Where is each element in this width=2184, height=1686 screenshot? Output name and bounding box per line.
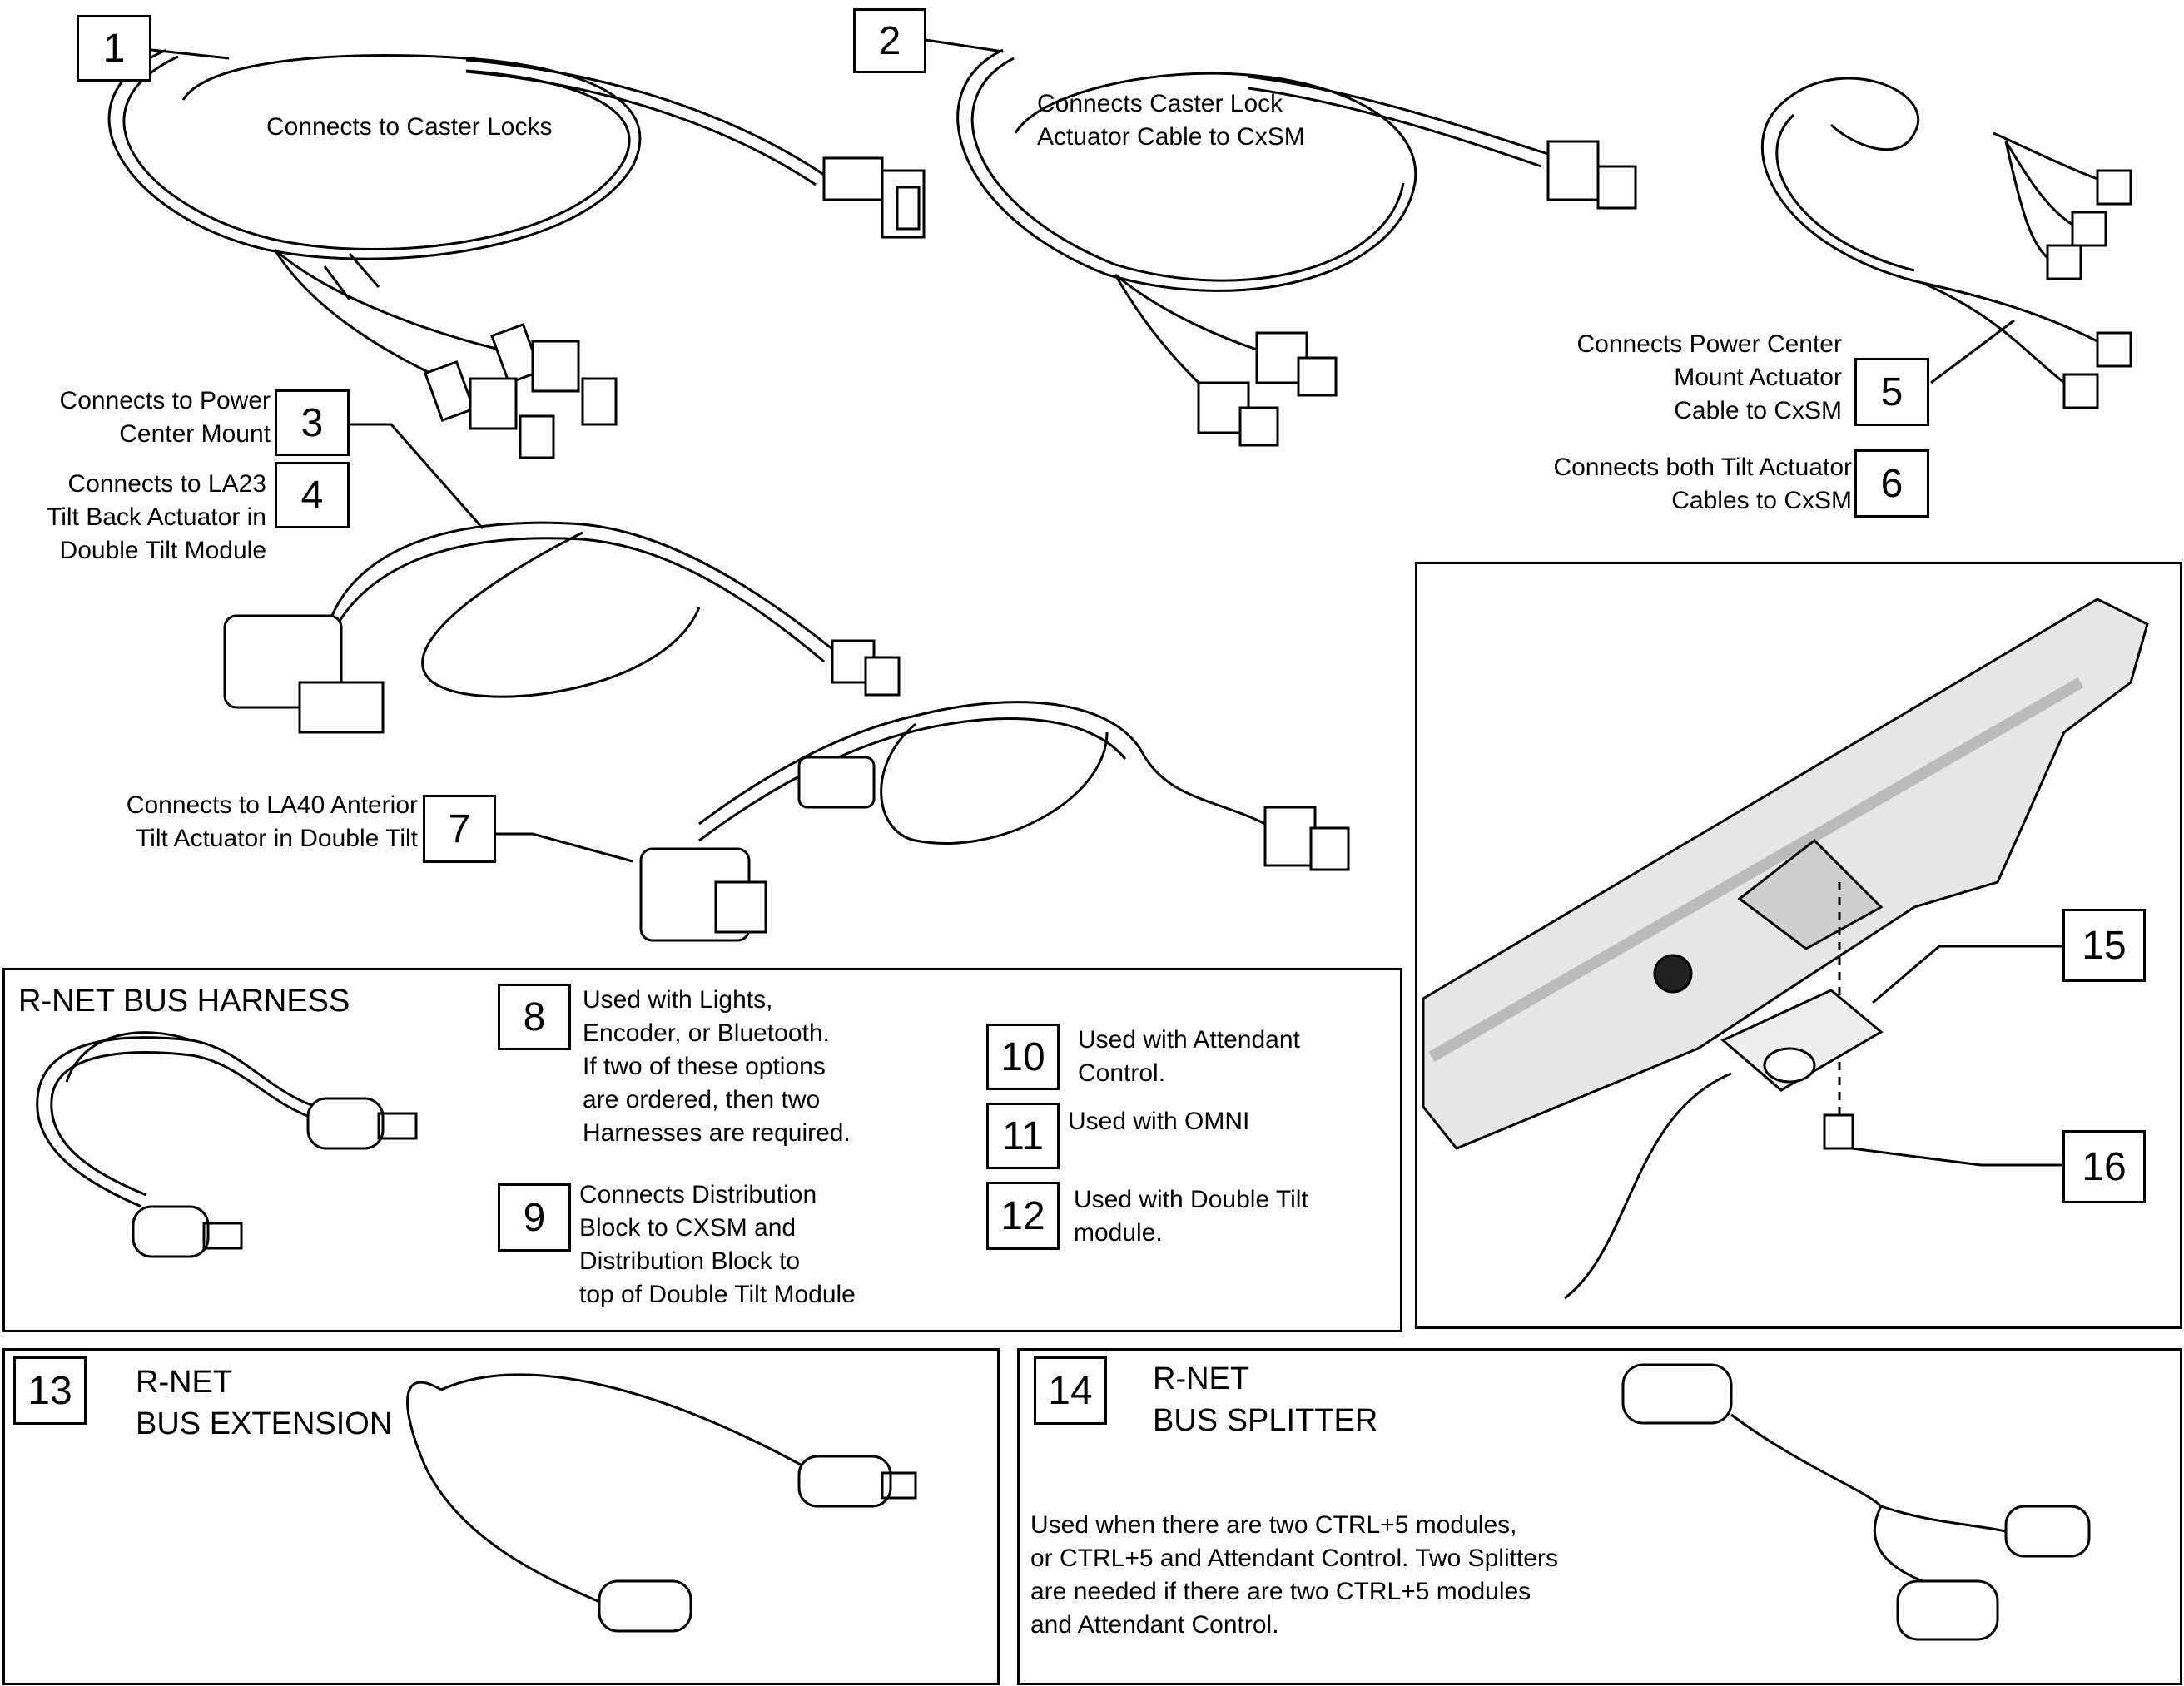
callout-4: 4 bbox=[275, 462, 350, 528]
callout-2: 2 bbox=[853, 8, 926, 73]
label-la40: Connects to LA40 Anterior Tilt Actuator … bbox=[126, 791, 418, 852]
callout-15: 15 bbox=[2062, 909, 2146, 982]
callout-1: 1 bbox=[77, 15, 151, 82]
leader-lines bbox=[151, 38, 2062, 1167]
label-both-tilt: Connects both Tilt Actuator Cables to Cx… bbox=[1553, 454, 1852, 514]
extension-panel bbox=[2, 1348, 1000, 1685]
label-power-center-actuator: Connects Power Center Mount Actuator Cab… bbox=[1576, 330, 1843, 424]
cable-3-4-drawing bbox=[223, 521, 901, 734]
item-10-text: Used with Attendant Control. bbox=[1078, 1026, 1300, 1087]
cable-1-drawing bbox=[107, 48, 926, 459]
harness-drawing bbox=[36, 1031, 418, 1258]
splitter-drawing bbox=[1621, 1363, 2091, 1641]
label-caster-lock-actuator: Connects Caster Lock Actuator Cable to C… bbox=[1037, 90, 1305, 151]
callout-10: 10 bbox=[986, 1024, 1060, 1090]
callout-3: 3 bbox=[275, 389, 350, 456]
callout-14: 14 bbox=[1034, 1356, 1107, 1425]
splitter-panel bbox=[1017, 1348, 2182, 1685]
callout-11: 11 bbox=[986, 1103, 1060, 1169]
splitter-title: R-NET BUS SPLITTER bbox=[1153, 1361, 1378, 1438]
seat-frame-detail-box bbox=[1415, 562, 2182, 1329]
callout-5: 5 bbox=[1854, 358, 1929, 426]
cable-5-6-drawing bbox=[1760, 77, 2132, 409]
seat-frame-drawing bbox=[1422, 598, 2149, 1300]
cable-2-drawing bbox=[956, 48, 1637, 447]
label-power-center-mount: Connects to Power Center Mount bbox=[59, 387, 271, 448]
callout-13: 13 bbox=[13, 1356, 87, 1425]
callout-8: 8 bbox=[498, 984, 571, 1050]
callout-12: 12 bbox=[986, 1182, 1060, 1250]
callout-9: 9 bbox=[498, 1183, 571, 1252]
callout-6: 6 bbox=[1854, 449, 1929, 518]
callout-7: 7 bbox=[423, 795, 496, 863]
item-8-text: Used with Lights, Encoder, or Bluetooth.… bbox=[583, 986, 851, 1147]
label-caster-locks: Connects to Caster Locks bbox=[266, 113, 553, 141]
harness-title: R-NET BUS HARNESS bbox=[18, 984, 350, 1019]
item-9-text: Connects Distribution Block to CXSM and … bbox=[579, 1181, 856, 1308]
extension-drawing bbox=[406, 1373, 917, 1633]
item-11-text: Used with OMNI bbox=[1068, 1108, 1250, 1135]
harness-panel bbox=[2, 968, 1402, 1332]
extension-title: R-NET BUS EXTENSION bbox=[136, 1365, 393, 1441]
item-12-text: Used with Double Tilt module. bbox=[1074, 1186, 1308, 1247]
cable-7-drawing bbox=[639, 701, 1350, 942]
splitter-note: Used when there are two CTRL+5 modules, … bbox=[1030, 1511, 1558, 1639]
callout-16: 16 bbox=[2062, 1130, 2146, 1203]
label-la23: Connects to LA23 Tilt Back Actuator in D… bbox=[47, 470, 266, 564]
